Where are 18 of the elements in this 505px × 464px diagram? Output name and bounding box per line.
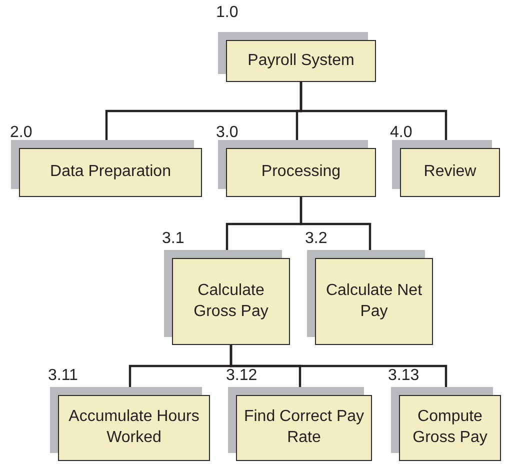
level-number: 3.13 <box>388 367 420 385</box>
box-label: Payroll System <box>248 50 354 71</box>
box-label: Data Preparation <box>50 162 171 182</box>
box-label: Compute Gross Pay <box>412 407 488 448</box>
box-label: Processing <box>261 162 341 182</box>
level-number: 3.2 <box>305 230 328 248</box>
level-number: 4.0 <box>390 124 412 142</box>
box-label: Find Correct Pay Rate <box>243 407 365 448</box>
box-label: Accumulate Hours Worked <box>68 407 200 448</box>
level-number: 3.0 <box>216 124 238 142</box>
level-number: 3.11 <box>48 367 78 385</box>
box-label: Calculate Net Pay <box>324 280 424 322</box>
level-number: 1.0 <box>216 4 238 22</box>
level-number: 2.0 <box>10 124 32 142</box>
level-number: 3.1 <box>162 230 184 248</box>
level-number: 3.12 <box>226 367 258 385</box>
box-label: Calculate Gross Pay <box>192 280 270 322</box>
box-label: Review <box>424 162 476 182</box>
